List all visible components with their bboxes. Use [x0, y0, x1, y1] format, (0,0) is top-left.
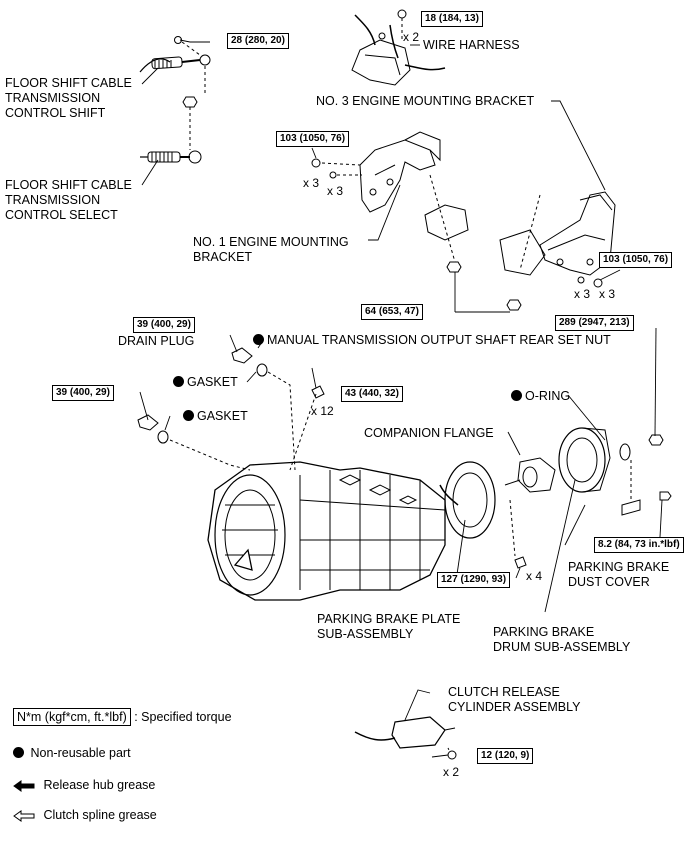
label-line: FLOOR SHIFT CABLE — [5, 178, 132, 192]
transmission-body — [207, 461, 446, 601]
legend-torque-text: : Specified torque — [134, 710, 232, 724]
label-text: GASKET — [197, 409, 248, 423]
label-line: PARKING BRAKE — [568, 560, 670, 574]
qty-no1-washers: x 3 — [327, 184, 344, 198]
label-line: SUB-ASSEMBLY — [317, 627, 414, 641]
label-parking-brake-drum: PARKING BRAKE DRUM SUB-ASSEMBLY — [493, 625, 630, 655]
non-reusable-dot-icon — [511, 390, 522, 401]
label-line: NO. 1 ENGINE MOUNTING — [193, 235, 349, 249]
label-floor-shift-control-select: FLOOR SHIFT CABLE TRANSMISSION CONTROL S… — [5, 178, 132, 223]
legend-torque-box: N*m (kgf*cm, ft.*lbf) — [13, 708, 131, 726]
qty-clutch-bolts: x 2 — [443, 765, 460, 779]
legend-text: Non-reusable part — [30, 746, 131, 760]
legend-text: Release hub grease — [43, 778, 156, 792]
nut-28 — [182, 96, 198, 150]
solid-arrow-icon — [13, 780, 35, 792]
qty-case-bolts: x 12 — [311, 404, 334, 418]
label-clutch-release-cylinder: CLUTCH RELEASE CYLINDER ASSEMBLY — [448, 685, 580, 715]
qty-no1-bolts: x 3 — [303, 176, 320, 190]
torque-spec-289: 289 (2947, 213) — [555, 315, 634, 331]
qty-flange-bolts: x 4 — [526, 569, 543, 583]
flange-bolt — [509, 499, 527, 569]
frame-ghost — [424, 204, 546, 276]
label-parking-brake-dust-cover: PARKING BRAKE DUST COVER — [568, 560, 669, 590]
label-gasket-lower: GASKET — [183, 409, 248, 424]
no1-engine-mounting-bracket — [311, 131, 441, 213]
torque-spec-12: 12 (120, 9) — [477, 748, 534, 764]
torque-spec-8-2: 8.2 (84, 73 in.*lbf) — [594, 537, 684, 553]
legend-release-hub-grease: Release hub grease — [13, 778, 155, 793]
outline-arrow-icon — [13, 810, 35, 822]
qty-no3-washers: x 3 — [574, 287, 591, 301]
qty-no3-bolts: x 3 — [599, 287, 616, 301]
non-reusable-dot-icon — [173, 376, 184, 387]
parking-brake-plate — [439, 461, 496, 539]
label-o-ring: O-RING — [511, 389, 570, 404]
torque-spec-39-drain: 39 (400, 29) — [133, 317, 195, 333]
non-reusable-dot-icon — [13, 747, 24, 758]
label-line: PARKING BRAKE — [493, 625, 595, 639]
legend-specified-torque: N*m (kgf*cm, ft.*lbf) : Specified torque — [13, 708, 232, 726]
legend-clutch-spline-grease: Clutch spline grease — [13, 808, 157, 823]
label-drain-plug: DRAIN PLUG — [118, 334, 195, 348]
label-parking-brake-plate: PARKING BRAKE PLATE SUB-ASSEMBLY — [317, 612, 460, 642]
companion-flange — [504, 457, 556, 493]
label-no1-engine-mounting-bracket: NO. 1 ENGINE MOUNTING BRACKET — [193, 235, 349, 265]
floor-shift-cable-control-select — [140, 150, 202, 164]
label-text: GASKET — [187, 375, 238, 389]
label-line: CLUTCH RELEASE — [448, 685, 560, 699]
label-gasket-upper: GASKET — [173, 375, 238, 390]
torque-spec-103-no1: 103 (1050, 76) — [276, 131, 350, 147]
torque-spec-103-no3: 103 (1050, 76) — [599, 252, 673, 268]
label-companion-flange: COMPANION FLANGE — [364, 426, 494, 440]
label-line: TRANSMISSION — [5, 193, 101, 207]
nut-64 — [429, 174, 522, 311]
label-line: PARKING BRAKE PLATE — [317, 612, 461, 626]
dust-cover-and-bolt — [621, 460, 672, 516]
label-line: CONTROL SHIFT — [5, 106, 106, 120]
torque-spec-28: 28 (280, 20) — [227, 33, 289, 49]
no3-engine-mounting-bracket — [519, 191, 616, 288]
label-text: MANUAL TRANSMISSION OUTPUT SHAFT REAR SE… — [267, 333, 611, 347]
parking-brake-drum — [558, 427, 611, 493]
label-text: O-RING — [525, 389, 571, 403]
clutch-release-cylinder — [354, 716, 457, 760]
label-line: FLOOR SHIFT CABLE — [5, 76, 132, 90]
torque-spec-64: 64 (653, 47) — [361, 304, 423, 320]
floor-shift-cable-control-shift — [139, 36, 211, 95]
label-output-shaft-rear-set-nut: MANUAL TRANSMISSION OUTPUT SHAFT REAR SE… — [253, 333, 611, 348]
o-ring-and-nut — [619, 434, 664, 461]
qty-wire-harness-bolts: x 2 — [403, 30, 420, 44]
label-wire-harness: WIRE HARNESS — [423, 38, 520, 52]
legend-non-reusable: Non-reusable part — [13, 746, 131, 761]
torque-spec-43: 43 (440, 32) — [341, 386, 403, 402]
non-reusable-dot-icon — [253, 334, 264, 345]
drain-plug-parts — [137, 347, 325, 471]
non-reusable-dot-icon — [183, 410, 194, 421]
label-line: BRACKET — [193, 250, 253, 264]
label-floor-shift-control-shift: FLOOR SHIFT CABLE TRANSMISSION CONTROL S… — [5, 76, 132, 121]
legend-text: Clutch spline grease — [43, 808, 157, 822]
label-line: TRANSMISSION — [5, 91, 101, 105]
label-line: CONTROL SELECT — [5, 208, 118, 222]
label-no3-engine-mounting-bracket: NO. 3 ENGINE MOUNTING BRACKET — [316, 94, 535, 108]
label-line: CYLINDER ASSEMBLY — [448, 700, 581, 714]
label-line: DUST COVER — [568, 575, 650, 589]
torque-spec-39-lower: 39 (400, 29) — [52, 385, 114, 401]
wire-harness-bracket — [351, 9, 446, 86]
label-line: DRUM SUB-ASSEMBLY — [493, 640, 631, 654]
torque-spec-127: 127 (1290, 93) — [437, 572, 511, 588]
torque-spec-18: 18 (184, 13) — [421, 11, 483, 27]
